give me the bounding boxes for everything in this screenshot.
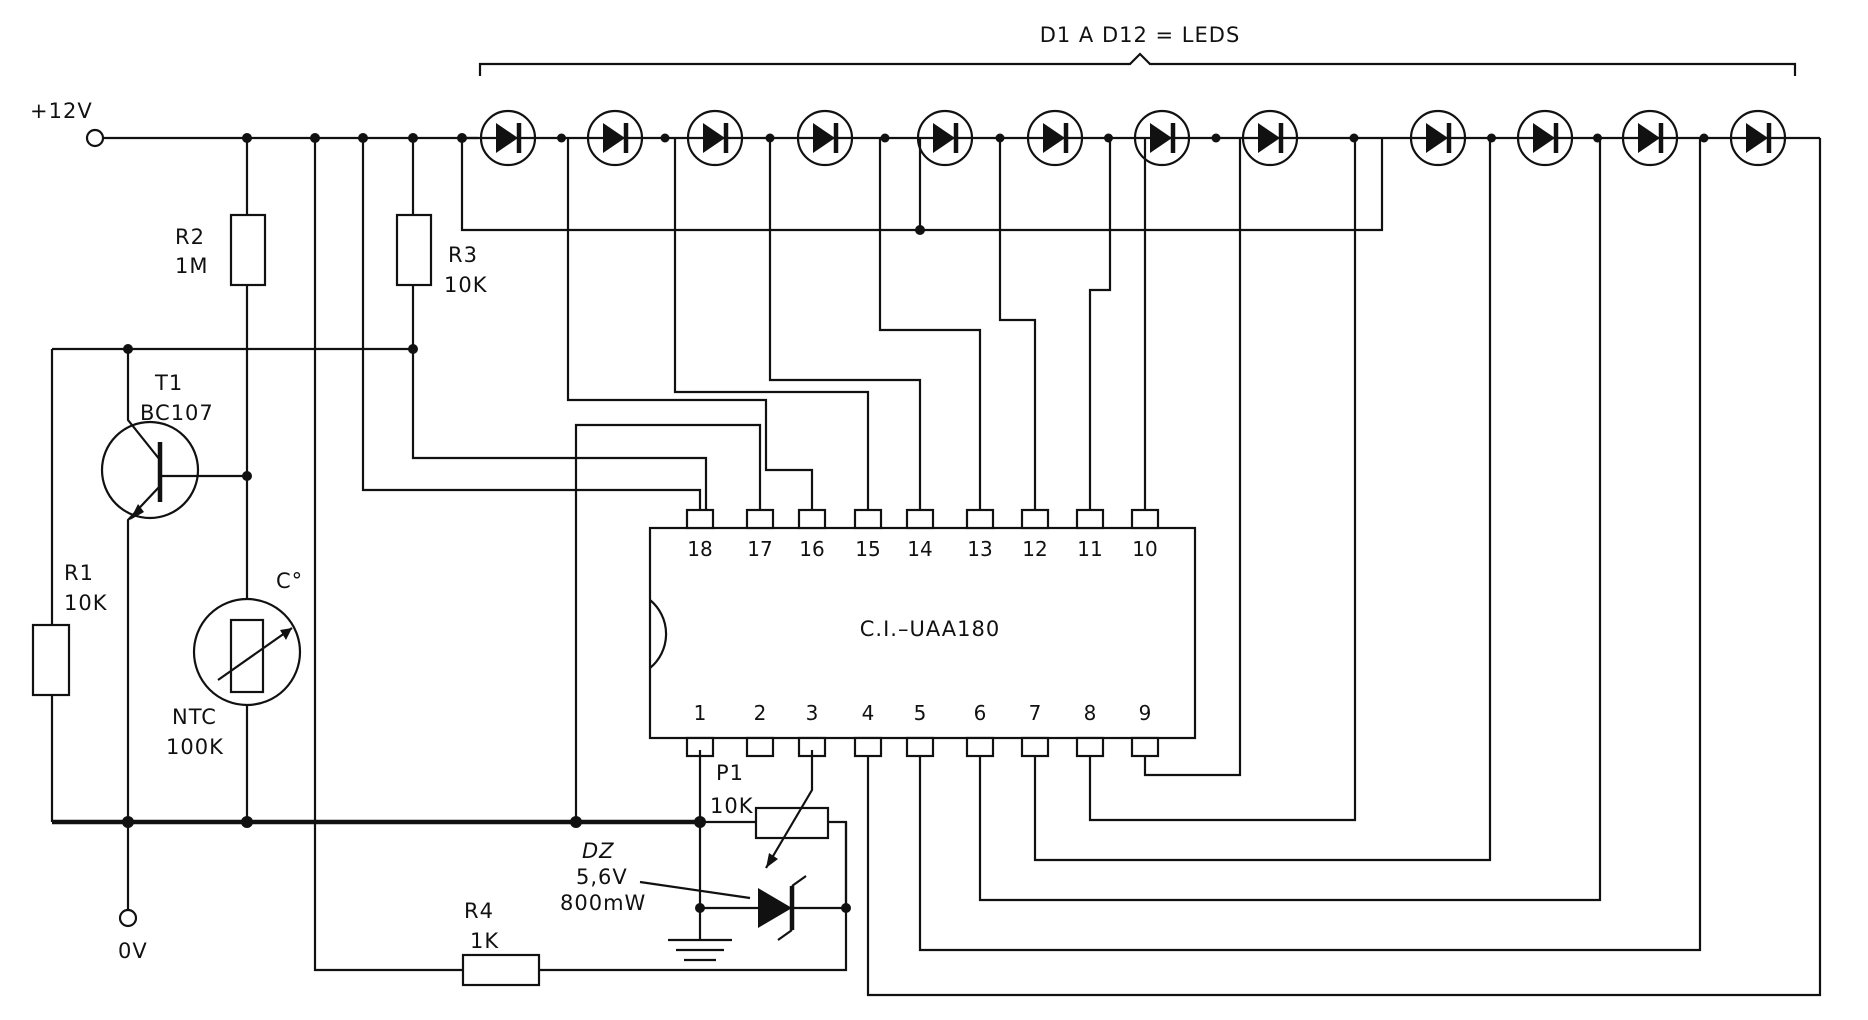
r3-value: 10K xyxy=(444,273,488,297)
led-4 xyxy=(796,109,854,167)
led-11 xyxy=(1621,109,1679,167)
ic-pin-3: 3 xyxy=(797,701,827,758)
ic-pin-label: 5 xyxy=(914,701,927,725)
ic-pin-12: 12 xyxy=(1020,508,1050,561)
ic-label: C.I.–UAA180 xyxy=(860,617,1000,641)
ic-pin-17: 17 xyxy=(745,508,775,561)
led-group-brace xyxy=(478,52,1797,76)
ic-pin-18: 18 xyxy=(685,508,715,561)
r1-name: R1 xyxy=(64,561,94,585)
ic-pin-label: 13 xyxy=(967,537,992,561)
r2-resistor xyxy=(229,213,267,287)
ic-pin-label: 17 xyxy=(747,537,772,561)
dz-voltage: 5,6V xyxy=(576,865,628,889)
ic-pin-label: 7 xyxy=(1029,701,1042,725)
ground-terminal xyxy=(118,908,138,928)
ic-pin-label: 11 xyxy=(1077,537,1102,561)
r2-value: 1M xyxy=(175,254,208,278)
ic-pin-label: 1 xyxy=(694,701,707,725)
ic-pin-label: 18 xyxy=(687,537,712,561)
p1-value: 10K xyxy=(710,794,754,818)
led-chain xyxy=(462,109,1820,167)
t1-transistor xyxy=(100,420,200,520)
r3-name: R3 xyxy=(448,243,478,267)
ic-pin-11: 11 xyxy=(1075,508,1105,561)
r4-name: R4 xyxy=(464,899,494,923)
ic-pin-label: 4 xyxy=(862,701,875,725)
ic-pin-label: 15 xyxy=(855,537,880,561)
supply-positive-label: +12V xyxy=(30,99,93,123)
ic-pin-label: 2 xyxy=(754,701,767,725)
led-2 xyxy=(586,109,644,167)
r4-resistor xyxy=(461,953,541,987)
ic-pin-15: 15 xyxy=(853,508,883,561)
led-5 xyxy=(916,109,974,167)
ic-pin-9: 9 xyxy=(1130,701,1160,758)
led-3 xyxy=(686,109,744,167)
ic-pin-label: 16 xyxy=(799,537,824,561)
led-9 xyxy=(1409,109,1467,167)
ic-pin-2: 2 xyxy=(745,701,775,758)
led-12 xyxy=(1729,109,1787,167)
positive-terminal xyxy=(85,128,105,148)
ic-pin-label: 8 xyxy=(1084,701,1097,725)
led-10 xyxy=(1516,109,1574,167)
led-7 xyxy=(1133,109,1191,167)
ntc-value: 100K xyxy=(166,735,224,759)
ic-top-pins: 18 17 16 15 14 13 12 11 10 xyxy=(685,508,1160,561)
ic-pin-label: 14 xyxy=(907,537,932,561)
ic-pin-5: 5 xyxy=(905,701,935,758)
led-6 xyxy=(1026,109,1084,167)
r2-name: R2 xyxy=(175,225,205,249)
ic-pin-label: 12 xyxy=(1022,537,1047,561)
p1-name: P1 xyxy=(716,761,744,785)
t1-name: T1 xyxy=(154,371,183,395)
ic-pin-10: 10 xyxy=(1130,508,1160,561)
led-group-label: D1 A D12 = LEDS xyxy=(1040,23,1241,47)
ic-pin-label: 3 xyxy=(806,701,819,725)
r1-value: 10K xyxy=(64,591,108,615)
ic-pin-label: 6 xyxy=(974,701,987,725)
t1-value: BC107 xyxy=(140,401,214,425)
r4-value: 1K xyxy=(470,929,499,953)
supply-ground-label: 0V xyxy=(118,939,148,963)
junction-dots xyxy=(122,133,925,913)
led-8 xyxy=(1241,109,1299,167)
ic-pin-14: 14 xyxy=(905,508,935,561)
dz-name: DZ xyxy=(582,839,615,863)
ic-pin-label: 10 xyxy=(1132,537,1157,561)
ic-body xyxy=(648,526,1197,740)
r3-resistor xyxy=(395,213,433,287)
ntc-symbol: C° xyxy=(276,569,303,593)
ic-bottom-pins: 1 2 3 4 5 6 7 8 9 xyxy=(685,701,1160,758)
ic-pin-label: 9 xyxy=(1139,701,1152,725)
dz-power: 800mW xyxy=(560,891,646,915)
ntc-name: NTC xyxy=(172,705,217,729)
r1-resistor xyxy=(31,623,71,697)
led-1 xyxy=(479,109,537,167)
ic-pin-6: 6 xyxy=(965,701,995,758)
